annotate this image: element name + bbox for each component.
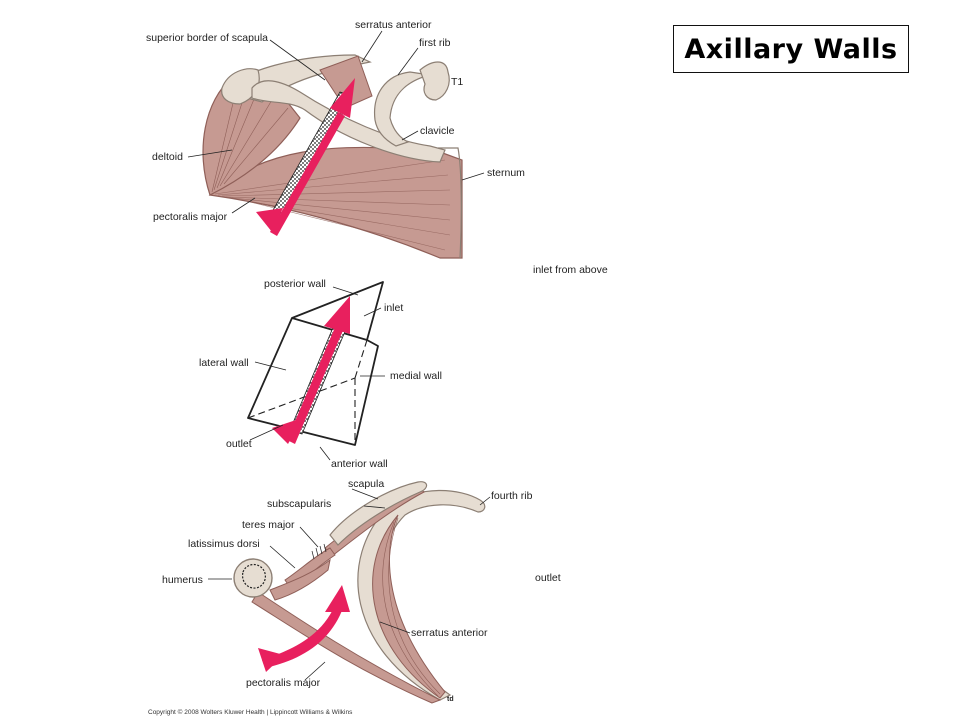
artist-mark: td bbox=[447, 696, 454, 703]
title-box: Axillary Walls bbox=[673, 25, 909, 73]
caption-inlet-from-above: inlet from above bbox=[533, 264, 608, 276]
caption-outlet: outlet bbox=[535, 572, 561, 584]
inlet-arrow-middle bbox=[272, 296, 350, 444]
top-anterior-view bbox=[202, 54, 463, 259]
label-serratus-anterior-bottom: serratus anterior bbox=[411, 627, 488, 639]
bottom-leader-lines bbox=[208, 488, 491, 681]
middle-leader-lines bbox=[249, 286, 385, 461]
bottom-transverse-section bbox=[233, 481, 486, 704]
pyramid-hidden-edges bbox=[247, 339, 368, 445]
label-outlet-middle: outlet bbox=[226, 438, 252, 450]
label-lateral-wall: lateral wall bbox=[199, 357, 249, 369]
serratus-fibers bbox=[382, 517, 441, 697]
label-superior-border-of-scapula: superior border of scapula bbox=[146, 32, 268, 44]
teres-fibers bbox=[311, 543, 327, 560]
inlet-arrow-top bbox=[256, 78, 355, 236]
label-subscapularis: subscapularis bbox=[267, 498, 331, 510]
first-rib-bone bbox=[373, 71, 431, 147]
humerus-bone bbox=[233, 558, 273, 598]
top-leader-lines bbox=[187, 30, 485, 214]
outlet-arrow-bottom bbox=[258, 585, 350, 672]
label-pectoralis-major-bottom: pectoralis major bbox=[246, 677, 321, 689]
label-t1: T1 bbox=[451, 76, 463, 88]
scapula-bone bbox=[329, 481, 428, 546]
label-medial-wall: medial wall bbox=[390, 370, 442, 382]
label-teres-major: teres major bbox=[242, 519, 295, 531]
label-humerus: humerus bbox=[162, 574, 203, 586]
label-sternum: sternum bbox=[487, 167, 525, 179]
label-fourth-rib: fourth rib bbox=[491, 490, 533, 502]
page-title: Axillary Walls bbox=[684, 33, 898, 65]
label-inlet: inlet bbox=[384, 302, 403, 314]
label-posterior-wall: posterior wall bbox=[264, 278, 326, 290]
copyright-notice: Copyright © 2008 Wolters Kluwer Health |… bbox=[148, 709, 353, 716]
t1-vertebra bbox=[419, 61, 450, 101]
label-serratus-anterior-top: serratus anterior bbox=[355, 19, 432, 31]
latissimus-dorsi-muscle bbox=[269, 558, 331, 601]
label-first-rib: first rib bbox=[419, 37, 451, 49]
humerus-marrow bbox=[241, 563, 266, 589]
label-pectoralis-major-top: pectoralis major bbox=[153, 211, 228, 223]
serratus-anterior-top bbox=[319, 55, 373, 109]
label-deltoid: deltoid bbox=[152, 151, 183, 163]
sternum-edge bbox=[438, 147, 462, 259]
label-scapula: scapula bbox=[348, 478, 384, 490]
middle-pyramid bbox=[247, 281, 384, 446]
label-clavicle: clavicle bbox=[420, 125, 455, 137]
label-anterior-wall: anterior wall bbox=[331, 458, 388, 470]
label-latissimus-dorsi: latissimus dorsi bbox=[188, 538, 260, 550]
pyramid-outline bbox=[247, 281, 384, 446]
pectoralis-major-bottom bbox=[251, 591, 442, 704]
